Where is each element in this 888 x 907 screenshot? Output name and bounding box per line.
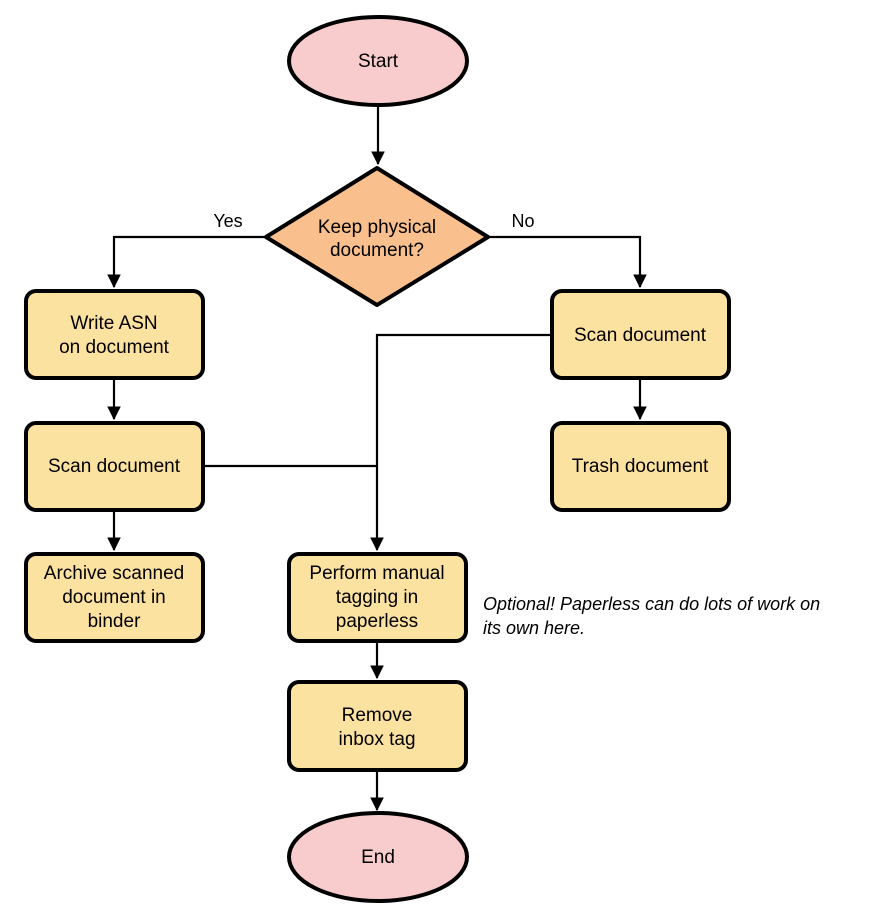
node-write-asn-on-document[interactable]: Write ASN on document [24, 289, 205, 380]
edge-decision-to-write-asn [107, 235, 266, 289]
end-ellipse-shape [287, 811, 469, 903]
remove-inbox-label-line1: Remove [342, 705, 413, 726]
decision-diamond-shape [264, 166, 490, 307]
write-asn-label-line2: on document [59, 337, 170, 358]
manual-tagging-label-line3: paperless [336, 611, 418, 632]
trash-label: Trash document [572, 456, 709, 477]
annotation-line2: its own here. [483, 618, 585, 638]
archive-label-line2: document in [62, 587, 166, 608]
node-start[interactable]: Start [287, 15, 469, 107]
connector-layer [107, 105, 647, 812]
trash-box-shape [550, 421, 731, 512]
write-asn-label-line1: Write ASN [70, 313, 157, 334]
write-asn-box-shape [24, 289, 205, 380]
remove-inbox-label-line2: inbox tag [338, 729, 415, 750]
manual-tagging-label-line2: tagging in [336, 587, 418, 608]
node-scan-document-left[interactable]: Scan document [24, 421, 205, 512]
scan-right-label: Scan document [574, 325, 707, 346]
annotation-line1: Optional! Paperless can do lots of work … [483, 594, 820, 614]
archive-label-line1: Archive scanned [44, 563, 184, 584]
edge-label-no: No [511, 211, 534, 231]
decision-label-line1: Keep physical [318, 217, 436, 238]
node-trash-document[interactable]: Trash document [550, 421, 731, 512]
remove-inbox-box-shape [287, 680, 468, 772]
start-ellipse-shape [287, 15, 469, 107]
node-perform-manual-tagging[interactable]: Perform manual tagging in paperless [287, 552, 468, 643]
edge-scan-right-to-manual-tagging [370, 333, 552, 552]
edge-label-yes: Yes [213, 211, 242, 231]
archive-box-shape [24, 552, 205, 643]
node-end[interactable]: End [287, 811, 469, 903]
annotation-note: Optional! Paperless can do lots of work … [483, 594, 820, 638]
scan-left-box-shape [24, 421, 205, 512]
manual-tagging-box-shape [287, 552, 468, 643]
node-archive-scanned-document[interactable]: Archive scanned document in binder [24, 552, 205, 643]
start-label: Start [358, 51, 399, 72]
edge-decision-to-scan-right [488, 235, 647, 289]
end-label: End [361, 847, 395, 868]
manual-tagging-label-line1: Perform manual [309, 563, 444, 584]
node-decision-keep-physical-document[interactable]: Keep physical document? [264, 166, 490, 307]
node-scan-document-right[interactable]: Scan document [550, 289, 731, 380]
archive-label-line3: binder [88, 611, 141, 632]
scan-left-label: Scan document [48, 456, 181, 477]
node-remove-inbox-tag[interactable]: Remove inbox tag [287, 680, 468, 772]
scan-right-box-shape [550, 289, 731, 380]
decision-label-line2: document? [330, 240, 424, 261]
